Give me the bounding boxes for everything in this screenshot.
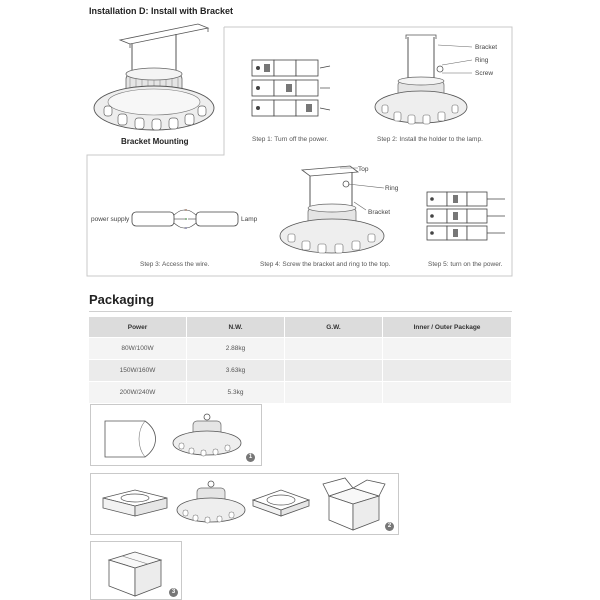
table-row: 150W/160W 3.63kg: [89, 359, 512, 382]
step4-ring-label: Ring: [385, 185, 399, 192]
step2-screw-label: Screw: [475, 70, 494, 77]
step4-caption: Step 4: Screw the bracket and ring to th…: [260, 261, 391, 268]
package-step-1-panel: 1: [90, 404, 262, 466]
bracket-mounting-illustration: [93, 23, 215, 131]
step4-bracket-illustration: [279, 165, 385, 254]
install-panel-outline: [86, 26, 513, 277]
cell-gw: [284, 359, 383, 382]
step2-caption: Step 2: Install the holder to the lamp.: [377, 136, 483, 143]
package-step-3-panel: 3: [90, 541, 182, 600]
cell-package: [382, 337, 512, 360]
cell-package: [382, 381, 512, 403]
foam-insert-icon: [102, 489, 168, 517]
step2-bracket-label: Bracket: [475, 44, 498, 51]
header-power: Power: [89, 317, 187, 338]
cell-package: [382, 359, 512, 382]
step5-breaker-illustration: [426, 191, 505, 241]
table-row: 200W/240W 5.3kg: [89, 381, 512, 403]
step3-wire-illustration: [131, 209, 239, 229]
lamp-icon: [172, 413, 242, 457]
cell-gw: [284, 381, 383, 403]
step4-bracket-label: Bracket: [368, 209, 391, 216]
table-header-row: Power N.W. G.W. Inner / Outer Package: [89, 317, 512, 338]
step4-top-label: Top: [358, 166, 369, 173]
package-step-2-panel: 2: [90, 473, 399, 535]
step5-caption: Step 5: turn on the power.: [428, 261, 503, 268]
cell-gw: [284, 337, 383, 360]
installation-title: Installation D: Install with Bracket: [89, 6, 234, 16]
packaging-table: Power N.W. G.W. Inner / Outer Package 80…: [89, 317, 512, 403]
step2-holder-illustration: [374, 34, 473, 125]
bracket-mounting-label: Bracket Mounting: [121, 137, 189, 146]
header-nw: N.W.: [186, 317, 285, 338]
cell-nw: 5.3kg: [186, 381, 285, 403]
step3-power-supply-label: power supply: [91, 216, 130, 223]
step1-breaker-illustration: [251, 59, 331, 117]
cell-nw: 3.63kg: [186, 359, 285, 382]
cell-power: 150W/160W: [89, 359, 187, 382]
closed-box-icon: [107, 551, 163, 597]
cell-power: 80W/100W: [89, 337, 187, 360]
step-badge-2: 2: [385, 522, 394, 531]
bag-icon: [104, 420, 156, 458]
open-box-icon: [322, 477, 386, 531]
cell-nw: 2.88kg: [186, 337, 285, 360]
step-badge-1: 1: [246, 453, 255, 462]
lamp-icon: [176, 480, 246, 524]
step3-lamp-label: Lamp: [241, 216, 258, 223]
cell-power: 200W/240W: [89, 381, 187, 403]
header-package: Inner / Outer Package: [382, 317, 512, 338]
table-row: 80W/100W 2.88kg: [89, 337, 512, 360]
packaging-divider: [89, 311, 512, 312]
step2-ring-label: Ring: [475, 57, 489, 64]
step3-caption: Step 3: Access the wire.: [140, 261, 210, 268]
step-badge-3: 3: [169, 588, 178, 597]
foam-ring-icon: [251, 489, 311, 517]
header-gw: G.W.: [284, 317, 383, 338]
step1-caption: Step 1: Turn off the power.: [252, 136, 329, 143]
packaging-title: Packaging: [89, 292, 155, 307]
